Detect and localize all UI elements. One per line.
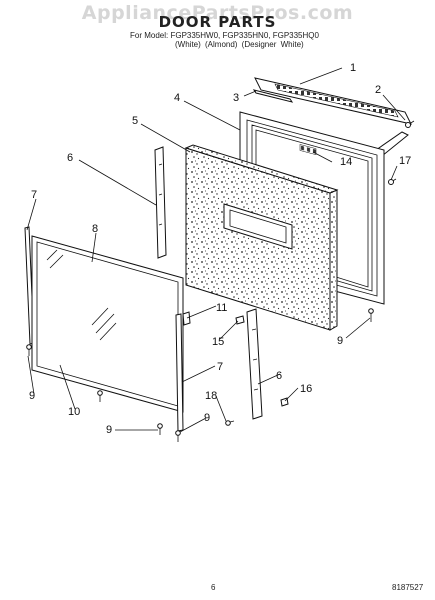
callout-7-right: 7 — [217, 361, 223, 373]
vent-trim-part — [254, 77, 412, 157]
callout-11: 11 — [216, 302, 227, 314]
callout-7-left: 7 — [31, 189, 37, 201]
page-number: 6 — [211, 583, 216, 592]
callout-9-right: 9 — [337, 335, 343, 347]
callout-labels: 1 2 3 4 5 6 6 7 7 8 9 9 9 9 10 11 14 15 … — [29, 62, 411, 436]
fastener-parts — [26, 308, 374, 442]
callout-9-bottom: 9 — [106, 424, 112, 436]
callout-3: 3 — [233, 92, 239, 104]
callout-1: 1 — [350, 62, 356, 74]
callout-15: 15 — [212, 336, 224, 348]
callout-17: 17 — [399, 155, 411, 167]
door-channel-right-part — [246, 308, 263, 420]
watermark-text: AppliancePartsPros.com — [81, 2, 354, 24]
callout-2: 2 — [375, 84, 381, 96]
screw-part — [388, 120, 415, 185]
callout-16: 16 — [300, 383, 312, 395]
bracket-strip-part — [252, 89, 294, 103]
callout-10: 10 — [68, 406, 80, 418]
outer-glass-part — [31, 235, 184, 413]
callout-6-upper: 6 — [67, 152, 73, 164]
callout-8: 8 — [92, 223, 98, 235]
callout-5: 5 — [132, 115, 138, 127]
door-channel-left-part — [154, 146, 167, 259]
callout-9-left: 9 — [29, 390, 35, 402]
callout-14: 14 — [340, 156, 352, 168]
model-numbers: For Model: FGP335HW0, FGP335HN0, FGP335H… — [130, 31, 319, 40]
insulation-part — [184, 144, 339, 331]
callout-9-bottom-right: 9 — [204, 412, 210, 424]
callout-18: 18 — [205, 390, 217, 402]
callout-4: 4 — [174, 92, 180, 104]
leader-lines — [26, 67, 406, 433]
callout-6-lower: 6 — [276, 370, 282, 382]
model-variants: (White) (Almond) (Designer White) — [175, 40, 304, 49]
document-number: 8187527 — [392, 583, 424, 592]
diagram-title: DOOR PARTS — [158, 13, 277, 31]
